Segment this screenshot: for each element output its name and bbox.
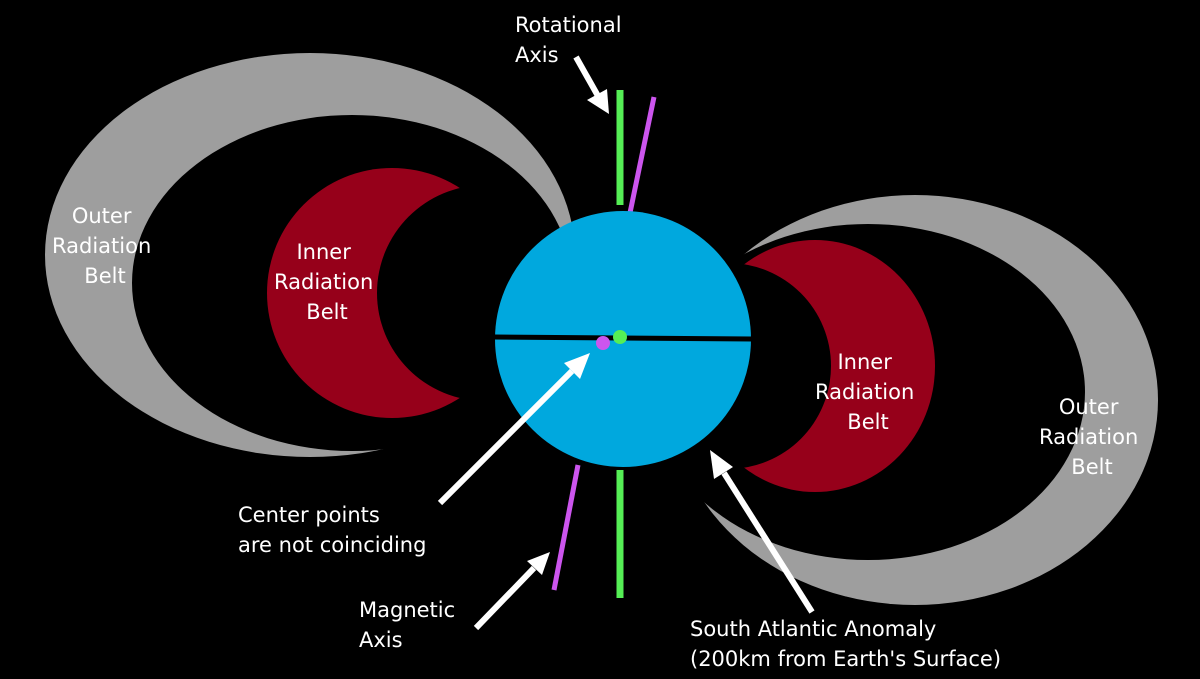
outer-belt-left-label: Outer Radiation Belt (52, 204, 158, 288)
inner-belt-left (267, 168, 517, 418)
rotational-center-point (613, 330, 627, 344)
inner-belt-right (695, 240, 935, 492)
outer-belt-right-label: Outer Radiation Belt (1039, 395, 1145, 479)
arrow-south-atlantic-anomaly (710, 450, 815, 614)
inner-belt-left-label: Inner Radiation Belt (274, 240, 380, 324)
arrow-center-points (437, 353, 590, 506)
earth (493, 211, 753, 467)
arrow-magnetic-axis (473, 552, 550, 631)
south-atlantic-anomaly-label: South Atlantic Anomaly (200km from Earth… (690, 617, 1001, 671)
magnetic-center-point (596, 336, 610, 350)
magnetic-axis-label: Magnetic Axis (359, 598, 462, 652)
center-points-label: Center points are not coinciding (238, 503, 426, 557)
magnetic-axis-bottom (551, 464, 581, 591)
rotational-axis-label: Rotational Axis (515, 13, 628, 67)
inner-belt-right-label: Inner Radiation Belt (815, 350, 921, 434)
arrow-rotational-axis (573, 55, 609, 114)
